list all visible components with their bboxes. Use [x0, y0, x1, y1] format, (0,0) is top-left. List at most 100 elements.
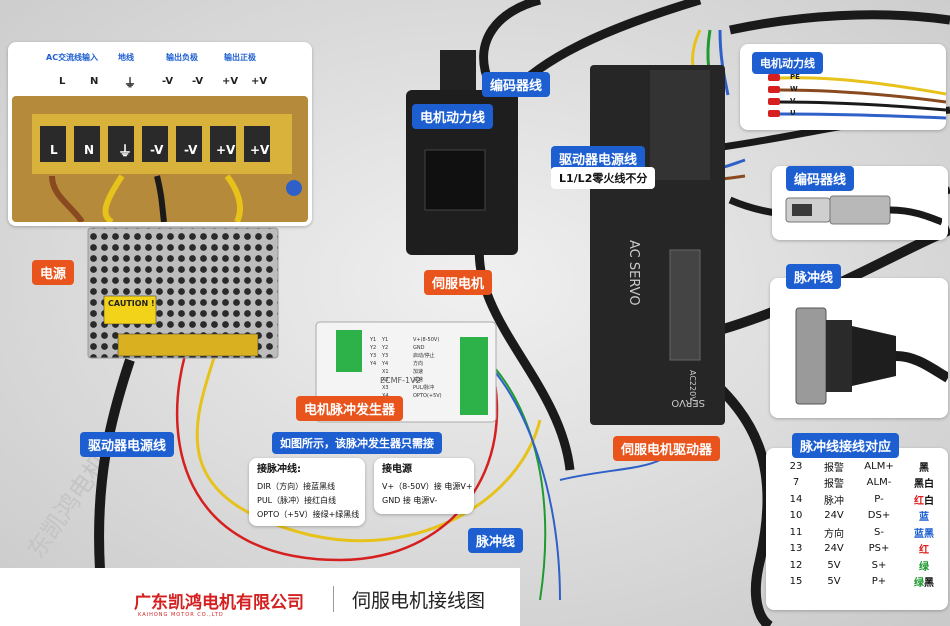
pulse-generator-label: 电机脉冲发生器 [296, 396, 404, 421]
wire-pe: PE [790, 73, 800, 81]
pin-row: 10 24V DS+ 蓝 [779, 508, 945, 525]
pin-function: 报警 [824, 462, 844, 474]
top-terminal-ground: ⏚ [124, 76, 137, 90]
encoder-cable-label: 编码器线 [482, 72, 551, 97]
pin-number: 15 [789, 576, 803, 588]
wire-color-text: 红 [919, 545, 929, 557]
pin-label: Y1 [370, 337, 377, 343]
photo-terminal-ground: ⏚ [118, 144, 132, 160]
pin-row: 7 报警 ALM- 黑白 [779, 475, 945, 492]
pin-wire-color: 红白 [903, 491, 945, 508]
pin-function: 24V [824, 543, 844, 555]
company-name: 广东凯鸿电机有限公司 [134, 593, 304, 613]
pulse-callout [770, 278, 948, 418]
db25-connector-icon [795, 307, 948, 405]
top-terminal-l: L [59, 76, 66, 87]
pin-wire-color: 红 [903, 541, 945, 558]
group-ground: 地线 [118, 53, 134, 62]
pin-number: 23 [789, 460, 803, 472]
pin-label: Y1 [382, 337, 389, 343]
pin-table-card [766, 448, 948, 610]
pin-number: 7 [792, 477, 800, 489]
driver-power-label: 驱动器电源线 [551, 146, 646, 171]
pulse-generator-mid-list: Y1 Y2 Y3 Y4 [370, 336, 376, 368]
motor-power-cable-label: 电机动力线 [412, 104, 494, 129]
pulse-wiring-card: 接脉冲线: DIR（方向）接蓝黑线 PUL（脉冲）接红白线 OPTO（+5V）接… [249, 458, 365, 526]
group-ac-input: AC交流线输入 [46, 53, 99, 62]
wire-color-text: 黑 [924, 578, 934, 590]
wire-color-text: 红 [914, 495, 924, 507]
pin-number: 11 [789, 526, 803, 538]
encoder-callout-label: 编码器线 [786, 166, 855, 191]
pin-label: PUL/脉冲 [413, 385, 435, 391]
wire-color-text: 蓝 [919, 512, 929, 524]
pin-wire-color: 蓝 [903, 508, 945, 525]
wire-u: U [790, 109, 796, 117]
pin-label: Y3 [370, 353, 377, 359]
psu-label: 电源 [32, 260, 75, 285]
power-wiring-line: GND 接 电源V- [382, 496, 438, 505]
pin-number: 14 [789, 493, 803, 505]
motor-power-wires [768, 74, 946, 120]
note-intro: 如图所示，该脉冲发生器只需接 [272, 432, 442, 454]
wire-color-text: 绿 [914, 578, 924, 590]
wire-color-text: 黑白 [914, 479, 934, 491]
pin-label: X1 [382, 369, 389, 375]
pin-signal: ALM+ [864, 460, 894, 472]
top-terminal-minus-v-1: -V [162, 76, 174, 87]
pin-wire-color: 黑白 [903, 475, 945, 492]
power-wiring-title: 接电源 [382, 464, 412, 475]
driver-power-note: L1/L2零火线不分 [551, 167, 656, 189]
pin-signal: P- [874, 493, 884, 505]
motor-power-callout-label: 电机动力线 [752, 52, 823, 74]
pin-number: 12 [789, 559, 803, 571]
psu-caution-text: CAUTION ! [108, 299, 155, 308]
photo-terminal-n: N [84, 143, 95, 157]
driver-servo-text: SERVO [671, 397, 705, 408]
pin-label: Y2 [370, 345, 377, 351]
top-terminal-plus-v-1: +V [222, 76, 239, 87]
footer-divider [333, 586, 334, 612]
pin-signal: PS+ [868, 543, 890, 555]
pulse-wiring-line: DIR（方向）接蓝黑线 [257, 482, 336, 491]
pin-label: 减速 [413, 377, 424, 383]
group-output-positive: 输出正极 [224, 53, 256, 62]
company-name-en: KAIHONG MOTOR CO.,LTD [138, 612, 224, 618]
photo-terminal-l: L [50, 143, 58, 157]
pin-function: 方向 [824, 528, 844, 540]
pin-row: 11 方向 S- 蓝黑 [779, 524, 945, 541]
pulse-generator-pin-list-right: V+(8-50V) GND 启动/停止 方向 加速 减速 PUL/脉冲 OPTO… [413, 336, 442, 400]
encoder-callout [772, 166, 948, 240]
power-wiring-card: 接电源 V+（8-50V）接 电源V+ GND 接 电源V- [374, 458, 474, 514]
pin-function: 报警 [824, 479, 844, 491]
pin-label: X3 [382, 385, 389, 391]
photo-terminal-minus-v-1: -V [150, 143, 164, 157]
footer: 广东凯鸿电机有限公司 KAIHONG MOTOR CO.,LTD 伺服电机接线图 [0, 568, 520, 626]
wire-color-text: 白 [924, 495, 934, 507]
pin-label: 方向 [413, 361, 424, 367]
pin-label: X2 [382, 377, 389, 383]
driver-voltage-text: AC220V [688, 370, 697, 402]
pin-signal: P+ [871, 576, 887, 588]
pin-signal: S+ [871, 559, 887, 571]
power-wiring-line: V+（8-50V）接 电源V+ [382, 482, 473, 491]
wire-color-text: 黑 [919, 462, 929, 474]
pin-label: Y4 [370, 361, 377, 367]
top-terminal-n: N [90, 76, 99, 87]
pin-signal: S- [874, 526, 884, 538]
diagram-title: 伺服电机接线图 [352, 590, 486, 612]
pin-signal: ALM- [866, 477, 892, 489]
driver-power-cable-label: 驱动器电源线 [80, 432, 175, 457]
terminal-photo [12, 96, 308, 222]
wire-color-text: 蓝黑 [914, 528, 934, 540]
pin-wire-color: 黑 [903, 458, 945, 475]
pin-signal: DS+ [867, 510, 891, 522]
pin-number: 10 [789, 510, 803, 522]
pin-label: Y2 [382, 345, 389, 351]
pin-function: 24V [824, 510, 844, 522]
servo-motor-label: 伺服电机 [424, 270, 493, 295]
